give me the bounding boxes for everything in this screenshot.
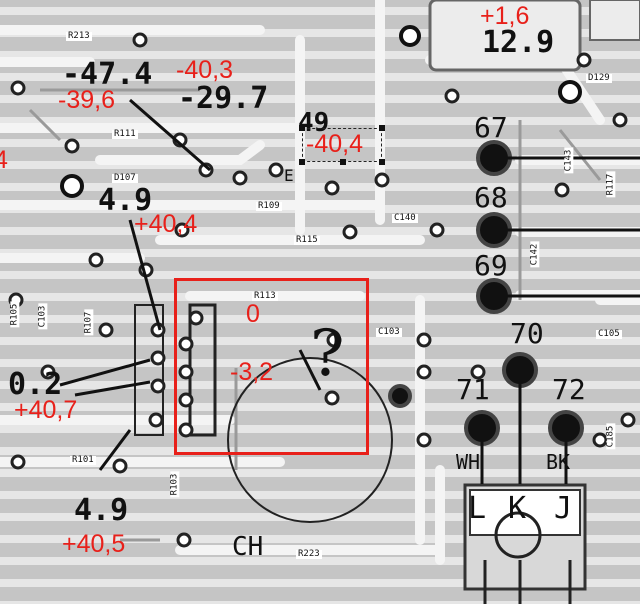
connector-label-j: J bbox=[554, 491, 573, 526]
annotation-minus-40-3: -40,3 bbox=[176, 56, 233, 84]
label-c105: C105 bbox=[596, 329, 622, 339]
label-c140: C140 bbox=[392, 213, 418, 223]
capacitor-outline bbox=[227, 357, 393, 523]
annotation-plus-40-5: +40,5 bbox=[62, 530, 126, 558]
printed-value-0-2: 0.2 bbox=[8, 367, 63, 402]
label-r105: R105 bbox=[9, 301, 20, 328]
label-c103: C103 bbox=[376, 327, 402, 337]
label-r107: R107 bbox=[83, 309, 94, 336]
connector-label-l: L bbox=[468, 491, 487, 526]
annotation-minus-39-6: -39,6 bbox=[58, 86, 115, 114]
annotation-zero: 0 bbox=[246, 300, 260, 328]
connector-label-wh: WH bbox=[456, 450, 481, 474]
label-r223: R223 bbox=[296, 549, 322, 559]
printed-value-4-9-lower: 4.9 bbox=[74, 493, 129, 528]
label-d129: D129 bbox=[586, 73, 612, 83]
printed-value-12-9: 12.9 bbox=[482, 25, 555, 60]
pin-70: 70 bbox=[510, 317, 544, 350]
printed-ch: CH bbox=[232, 532, 264, 562]
label-r213: R213 bbox=[66, 31, 92, 41]
annotation-minus-3-2: -3,2 bbox=[230, 358, 274, 386]
label-c142: C142 bbox=[529, 241, 540, 268]
resize-handle-top-left[interactable] bbox=[299, 125, 305, 131]
label-r111: R111 bbox=[112, 129, 138, 139]
label-r109: R109 bbox=[256, 201, 282, 211]
label-r117: R117 bbox=[605, 171, 616, 198]
annotation-minus-40-4: -40,4 bbox=[306, 130, 363, 158]
pin-67: 67 bbox=[474, 111, 508, 144]
connector-block bbox=[463, 483, 587, 604]
annotation-plus-40-4: +40,4 bbox=[134, 210, 198, 238]
label-r101: R101 bbox=[70, 455, 96, 465]
ic-outline-top bbox=[428, 0, 582, 72]
question-mark: ? bbox=[310, 317, 345, 391]
label-r115: R115 bbox=[294, 235, 320, 245]
label-c185: C185 bbox=[605, 423, 616, 450]
label-d107: D107 bbox=[112, 173, 138, 183]
label-c103-vertical: C103 bbox=[37, 303, 48, 330]
highlight-box bbox=[174, 278, 369, 455]
connector-label-k: K bbox=[508, 491, 527, 526]
printed-value-4-9-upper: 4.9 bbox=[98, 183, 153, 218]
annotation-plus-1-6: +1,6 bbox=[480, 2, 530, 30]
pcb-traces-dark bbox=[28, 88, 602, 542]
printed-value-29-7: -29.7 bbox=[178, 81, 269, 116]
printed-value-49: 49 bbox=[298, 108, 330, 138]
printed-value-47-4: -47.4 bbox=[62, 57, 153, 92]
pin-71: 71 bbox=[456, 373, 490, 406]
label-c143: C143 bbox=[563, 147, 574, 174]
resize-handle-bottom-mid[interactable] bbox=[340, 159, 346, 165]
label-r103: R103 bbox=[169, 471, 180, 498]
selection-box[interactable] bbox=[299, 125, 385, 165]
annotation-edge-4: 4 bbox=[0, 146, 8, 174]
pin-69: 69 bbox=[474, 249, 508, 282]
annotation-plus-40-7: +40,7 bbox=[14, 396, 78, 424]
ic-outline-right bbox=[589, 0, 640, 41]
label-r113: R113 bbox=[252, 291, 278, 301]
resize-handle-bottom-right[interactable] bbox=[379, 159, 385, 165]
connector-label-bk: BK bbox=[546, 450, 571, 474]
component-leads bbox=[59, 98, 640, 484]
pin-72: 72 bbox=[552, 373, 586, 406]
resistor-body bbox=[134, 304, 164, 436]
resize-handle-bottom-left[interactable] bbox=[299, 159, 305, 165]
pin-68: 68 bbox=[474, 181, 508, 214]
large-pads bbox=[60, 25, 584, 446]
resize-handle-top-right[interactable] bbox=[379, 125, 385, 131]
printed-letter-e: E bbox=[284, 166, 294, 185]
